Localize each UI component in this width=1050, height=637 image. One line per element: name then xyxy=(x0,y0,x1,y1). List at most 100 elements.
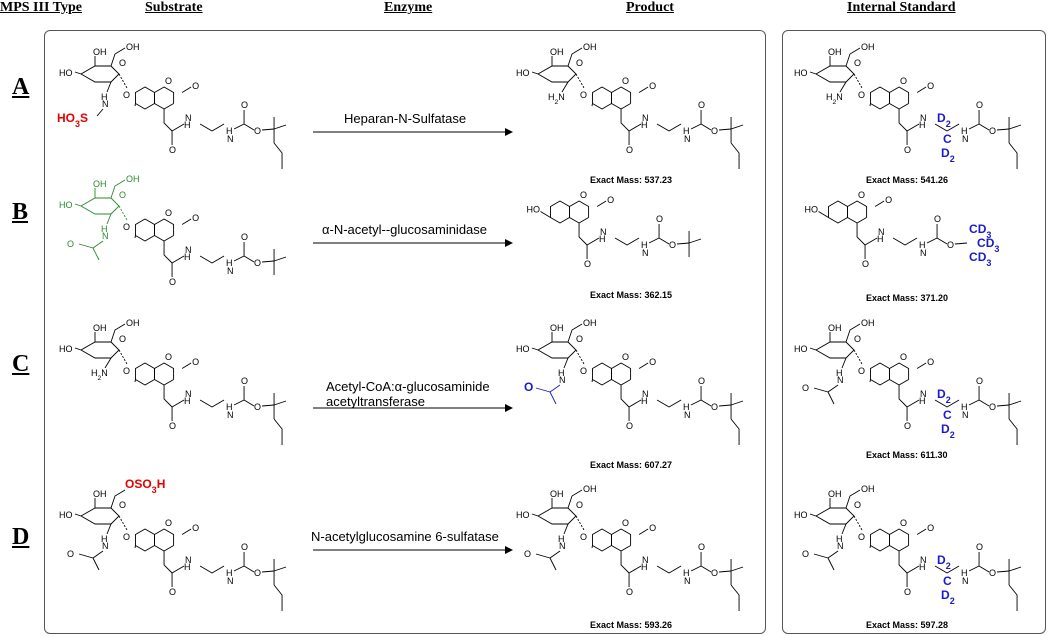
hydroxyl-label: HO xyxy=(59,510,73,520)
carbamate-oxygen-label: O xyxy=(976,100,983,110)
amide-n-label: N xyxy=(185,389,192,399)
acetamide-nh-label: H xyxy=(836,368,843,378)
bond xyxy=(592,86,612,110)
hydroxyl-label: HO xyxy=(804,205,818,215)
hydroxyl-label: OH xyxy=(126,174,140,184)
ring-oxygen-label: O xyxy=(580,190,587,200)
carbamate-oxygen-label: O xyxy=(698,542,705,552)
sulfate-label: OSO3H xyxy=(125,477,165,495)
carbamate-nh-label: H xyxy=(226,568,233,578)
enzyme-a: Heparan-N-Sulfatase xyxy=(344,111,467,126)
carbamate-oxygen-label: O xyxy=(976,376,983,386)
bond xyxy=(853,73,863,89)
bond xyxy=(171,565,185,574)
bond xyxy=(827,550,839,559)
amide-oxygen-label: O xyxy=(904,145,911,155)
ring-oxygen-label: O xyxy=(119,58,126,68)
bond xyxy=(273,418,283,445)
amide-oxygen-label: O xyxy=(584,259,591,269)
acetamide-nh-label: H xyxy=(558,534,565,544)
amide-nh-label: H xyxy=(184,562,191,572)
bond xyxy=(243,565,255,573)
acetamide-nh-label: H xyxy=(558,368,565,378)
bond xyxy=(813,553,829,559)
carbonyl-oxygen-label: O xyxy=(192,357,199,367)
acetyl-oxygen-label: O xyxy=(67,239,74,249)
carbamate-n-label: N xyxy=(962,134,969,144)
ester-oxygen-label: O xyxy=(989,402,996,412)
bond xyxy=(730,400,744,406)
hydroxyl-label: OH xyxy=(93,489,107,499)
ester-oxygen-label: O xyxy=(947,240,954,250)
bond xyxy=(233,123,245,130)
carbonyl-oxygen-label: O xyxy=(649,523,656,533)
bond xyxy=(813,387,829,393)
bond xyxy=(827,557,835,571)
standard-mass-a: Exact Mass: 541.26 xyxy=(866,175,949,185)
bond xyxy=(628,123,642,132)
trideuteromethyl-label: CD3 xyxy=(969,222,991,240)
bond xyxy=(154,528,175,552)
bond xyxy=(181,362,192,369)
bond xyxy=(638,362,649,369)
bond xyxy=(110,489,126,509)
ring-oxygen-label: O xyxy=(622,76,629,86)
carbamate-oxygen-label: O xyxy=(698,376,705,386)
header-mps-type: MPS III Type xyxy=(0,0,82,15)
amide-oxygen-label: O xyxy=(626,145,633,155)
ring-oxygen-label: O xyxy=(622,352,629,362)
bond xyxy=(906,123,920,132)
carbamate-nh-label: H xyxy=(683,568,690,578)
bond xyxy=(656,565,682,574)
carbon-label: C xyxy=(943,132,952,146)
amide-nh-label: H xyxy=(641,562,648,572)
bond xyxy=(592,362,612,386)
hydroxyl-label: OH xyxy=(93,179,107,189)
bond xyxy=(549,384,561,393)
bond xyxy=(92,550,104,559)
bond xyxy=(898,551,908,574)
hydroxyl-label: OH xyxy=(828,323,842,333)
ring-oxygen-label: O xyxy=(165,76,172,86)
carbamate-n-label: N xyxy=(920,248,927,258)
bond xyxy=(243,399,255,407)
bond xyxy=(537,341,577,359)
amide-nh-label: H xyxy=(919,120,926,130)
acetamide-n-label: N xyxy=(102,541,109,551)
bond xyxy=(550,200,570,224)
bond xyxy=(934,399,960,408)
bond xyxy=(978,399,990,407)
amide-nh-label: H xyxy=(877,234,884,244)
bond xyxy=(78,553,94,559)
bond xyxy=(730,566,744,572)
bond xyxy=(845,323,861,343)
bond xyxy=(596,200,607,207)
bond xyxy=(531,347,539,351)
ring-oxygen-label: O xyxy=(119,190,126,200)
bond xyxy=(1008,584,1018,611)
ring-oxygen-label: O xyxy=(119,500,126,510)
amide-oxygen-label: O xyxy=(626,587,633,597)
amide-nh-label: H xyxy=(919,562,926,572)
bond xyxy=(163,109,173,132)
carbamate-nh-label: H xyxy=(961,402,968,412)
acetyl-oxygen-label: O xyxy=(524,380,533,394)
bond xyxy=(730,124,744,130)
bond xyxy=(1008,418,1018,445)
hydroxyl-label: OH xyxy=(861,42,875,52)
amide-n-label: N xyxy=(185,113,192,123)
bond xyxy=(845,489,861,509)
bond xyxy=(889,362,910,386)
enzyme-b: α-N-acetyl--glucosaminidase xyxy=(322,222,488,237)
bond xyxy=(273,400,287,406)
ring-oxygen-label: O xyxy=(900,352,907,362)
bond xyxy=(135,528,155,552)
ring-oxygen-label: O xyxy=(165,208,172,218)
bond xyxy=(841,523,847,535)
bond xyxy=(578,223,588,246)
bond xyxy=(997,128,1010,131)
bond xyxy=(841,357,847,369)
carbamate-n-label: N xyxy=(684,576,691,586)
